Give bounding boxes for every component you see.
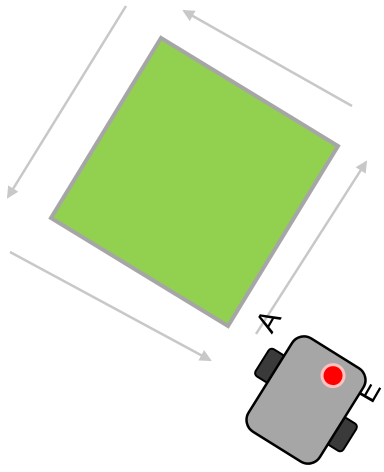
- robot-body: [245, 335, 367, 465]
- bottom-edge-arrow: [9, 250, 212, 362]
- top-edge-arrow: [182, 9, 353, 108]
- robot-icon: [245, 335, 367, 465]
- green-field-square: [48, 35, 341, 329]
- right-edge-arrow: [254, 160, 368, 335]
- left-edge-arrow: [6, 5, 128, 199]
- red-led-icon: [320, 363, 346, 389]
